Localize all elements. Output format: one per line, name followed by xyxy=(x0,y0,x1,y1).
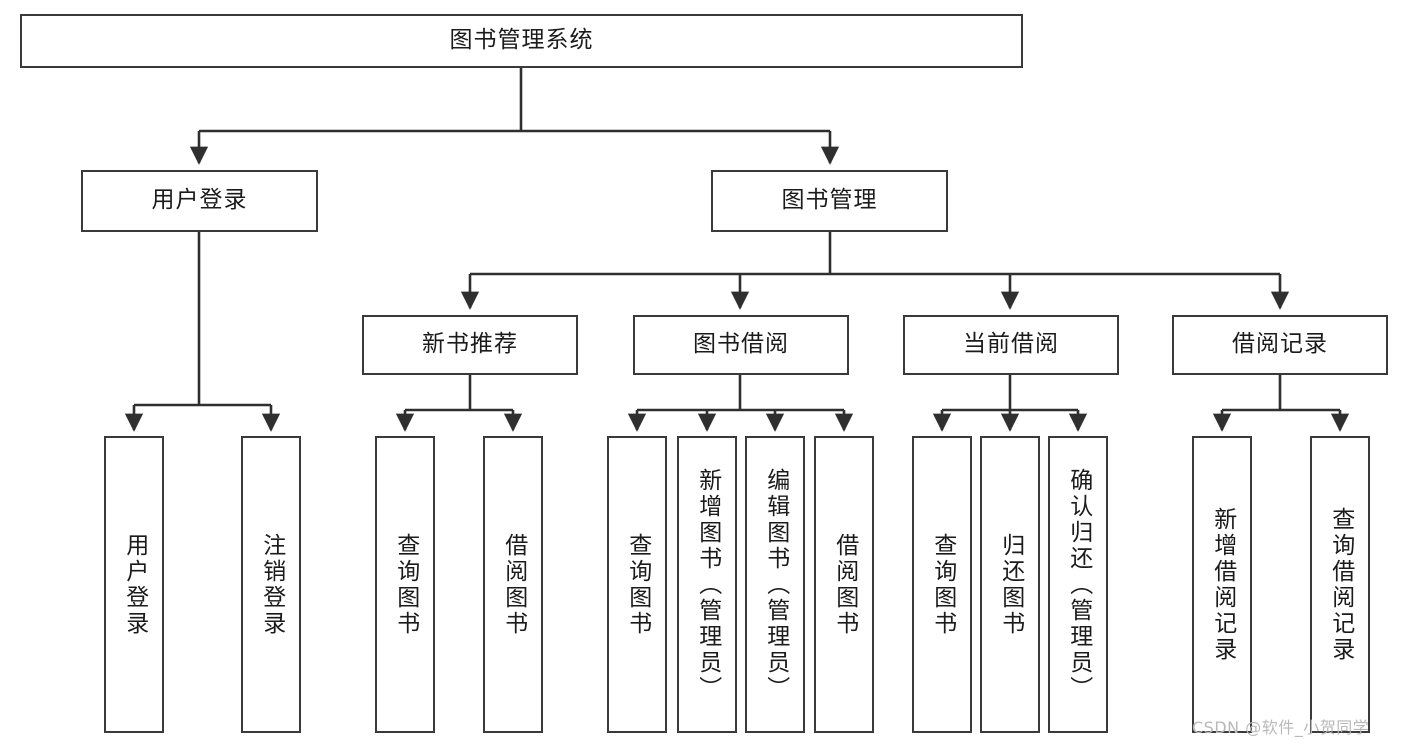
node-leaf-return-book-label: 归还图书 xyxy=(997,532,1024,637)
node-book-borrow[interactable]: 图书借阅 xyxy=(633,315,849,375)
node-borrow-record[interactable]: 借阅记录 xyxy=(1172,315,1388,375)
node-leaf-query-book-3[interactable]: 查询图书 xyxy=(912,436,972,733)
node-book-borrow-label: 图书借阅 xyxy=(693,331,789,358)
node-leaf-query-book-1[interactable]: 查询图书 xyxy=(375,436,435,733)
node-leaf-query-record[interactable]: 查询借阅记录 xyxy=(1310,436,1370,733)
node-leaf-user-login-label: 用户登录 xyxy=(121,532,148,637)
node-leaf-query-book-3-label: 查询图书 xyxy=(929,532,956,637)
node-root[interactable]: 图书管理系统 xyxy=(20,14,1023,68)
node-leaf-query-book-1-label: 查询图书 xyxy=(392,532,419,637)
node-leaf-add-book-label: 新增图书（管理员） xyxy=(694,467,721,702)
node-leaf-user-logout[interactable]: 注销登录 xyxy=(241,436,301,733)
node-leaf-query-book-2[interactable]: 查询图书 xyxy=(607,436,667,733)
node-leaf-borrow-book-1-label: 借阅图书 xyxy=(500,532,527,637)
node-leaf-confirm-return[interactable]: 确认归还（管理员） xyxy=(1048,436,1108,733)
node-new-book-recommend[interactable]: 新书推荐 xyxy=(362,315,578,375)
node-user-login[interactable]: 用户登录 xyxy=(81,170,318,232)
node-leaf-user-logout-label: 注销登录 xyxy=(258,532,285,637)
node-user-login-label: 用户登录 xyxy=(151,187,248,214)
watermark: CSDN @软件_小贺同学 xyxy=(1192,718,1370,737)
node-leaf-query-record-label: 查询借阅记录 xyxy=(1327,506,1354,663)
node-leaf-user-login[interactable]: 用户登录 xyxy=(104,436,164,733)
node-leaf-edit-book[interactable]: 编辑图书（管理员） xyxy=(745,436,805,733)
node-leaf-add-book[interactable]: 新增图书（管理员） xyxy=(677,436,737,733)
node-leaf-borrow-book-1[interactable]: 借阅图书 xyxy=(483,436,543,733)
node-root-label: 图书管理系统 xyxy=(449,27,594,54)
node-book-manage[interactable]: 图书管理 xyxy=(711,170,948,232)
node-leaf-add-record[interactable]: 新增借阅记录 xyxy=(1192,436,1252,733)
node-leaf-borrow-book-2-label: 借阅图书 xyxy=(831,532,858,637)
node-current-borrow[interactable]: 当前借阅 xyxy=(903,315,1119,375)
node-new-book-recommend-label: 新书推荐 xyxy=(422,331,518,358)
node-leaf-return-book[interactable]: 归还图书 xyxy=(980,436,1040,733)
node-current-borrow-label: 当前借阅 xyxy=(963,331,1059,358)
node-leaf-borrow-book-2[interactable]: 借阅图书 xyxy=(814,436,874,733)
node-leaf-edit-book-label: 编辑图书（管理员） xyxy=(762,467,789,702)
node-leaf-query-book-2-label: 查询图书 xyxy=(624,532,651,637)
node-borrow-record-label: 借阅记录 xyxy=(1232,331,1328,358)
node-book-manage-label: 图书管理 xyxy=(781,187,878,214)
node-leaf-add-record-label: 新增借阅记录 xyxy=(1209,506,1236,663)
node-leaf-confirm-return-label: 确认归还（管理员） xyxy=(1065,467,1092,702)
